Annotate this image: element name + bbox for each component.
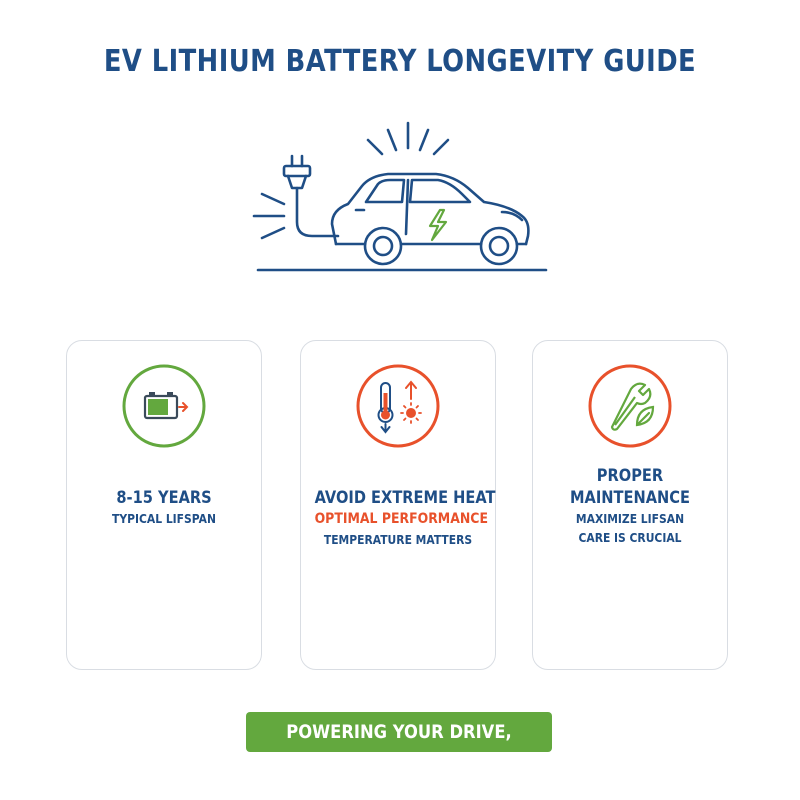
temperature-card: AVOID EXTREME HEAT OPTIMAL PERFORMANCE T… xyxy=(300,340,496,670)
wrench-leaf-icon xyxy=(588,364,672,448)
maintenance-card: PROPER MAINTENANCE MAXIMIZE LIFSAN CARE … xyxy=(532,340,728,670)
battery-icon xyxy=(122,364,206,448)
card-heading: AVOID EXTREME HEAT xyxy=(314,488,496,508)
card-heading: 8-15 YEARS xyxy=(116,488,212,508)
card-heading-line: PROPER xyxy=(596,466,664,486)
thermometer-icon xyxy=(356,364,440,448)
tagline-text: POWERING YOUR DRIVE, SMARTER. xyxy=(286,721,512,783)
card-subtext: TEMPERATURE MATTERS xyxy=(323,532,473,547)
page-title: EV LITHIUM BATTERY LONGEVITY GUIDE xyxy=(103,44,697,79)
charging-plug-icon xyxy=(282,154,340,238)
card-accent-text: OPTIMAL PERFORMANCE xyxy=(314,511,488,527)
card-subtext: TYPICAL LIFSPAN xyxy=(112,511,216,526)
lifespan-card: 8-15 YEARS TYPICAL LIFSPAN xyxy=(66,340,262,670)
tagline-banner: POWERING YOUR DRIVE, SMARTER. xyxy=(246,712,552,783)
card-heading-line: MAINTENANCE xyxy=(569,488,690,508)
ev-car-icon xyxy=(252,121,548,272)
lightning-bolt-icon xyxy=(428,208,448,242)
card-subtext: MAXIMIZE LIFSAN xyxy=(575,511,685,526)
card-subtext: CARE IS CRUCIAL xyxy=(578,530,682,545)
